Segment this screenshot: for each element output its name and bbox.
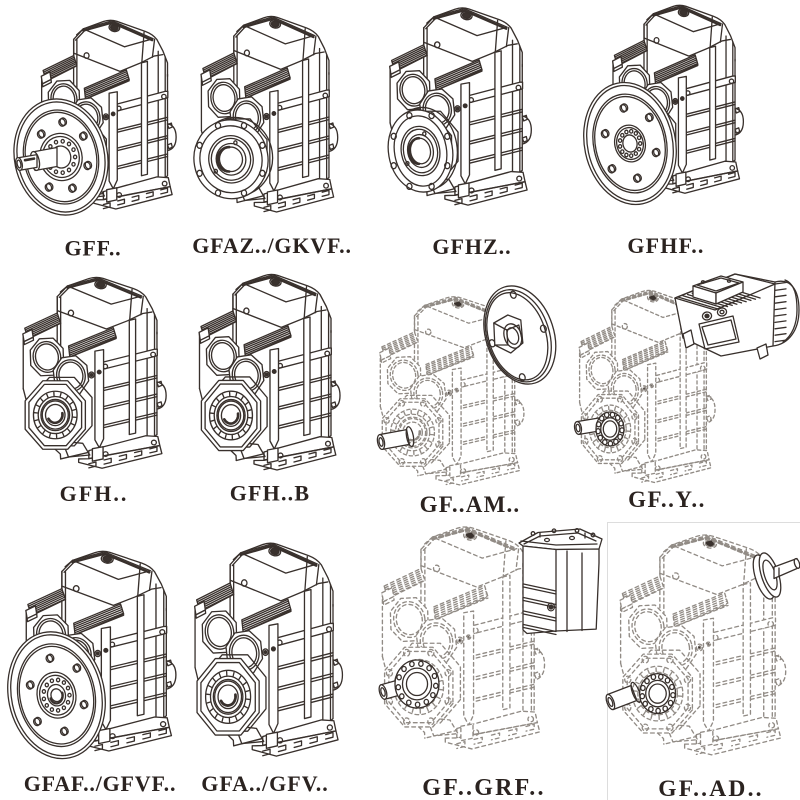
svg-text:GF..AD..: GF..AD.. [658,776,764,800]
svg-text:GF..AM..: GF..AM.. [420,492,521,517]
svg-text:GF..Y..: GF..Y.. [628,487,706,512]
svg-text:GFF..: GFF.. [65,236,122,261]
svg-text:GFAZ../GKVF..: GFAZ../GKVF.. [192,233,352,258]
svg-text:GFHZ..: GFHZ.. [432,234,511,259]
svg-text:GFH..: GFH.. [60,481,129,506]
svg-text:GFAF../GFVF..: GFAF../GFVF.. [24,771,177,796]
svg-text:GF..GRF..: GF..GRF.. [422,775,545,800]
svg-text:GFH..B: GFH..B [230,481,311,506]
svg-text:GFHF..: GFHF.. [627,233,704,258]
svg-text:GFA../GFV..: GFA../GFV.. [201,771,329,796]
